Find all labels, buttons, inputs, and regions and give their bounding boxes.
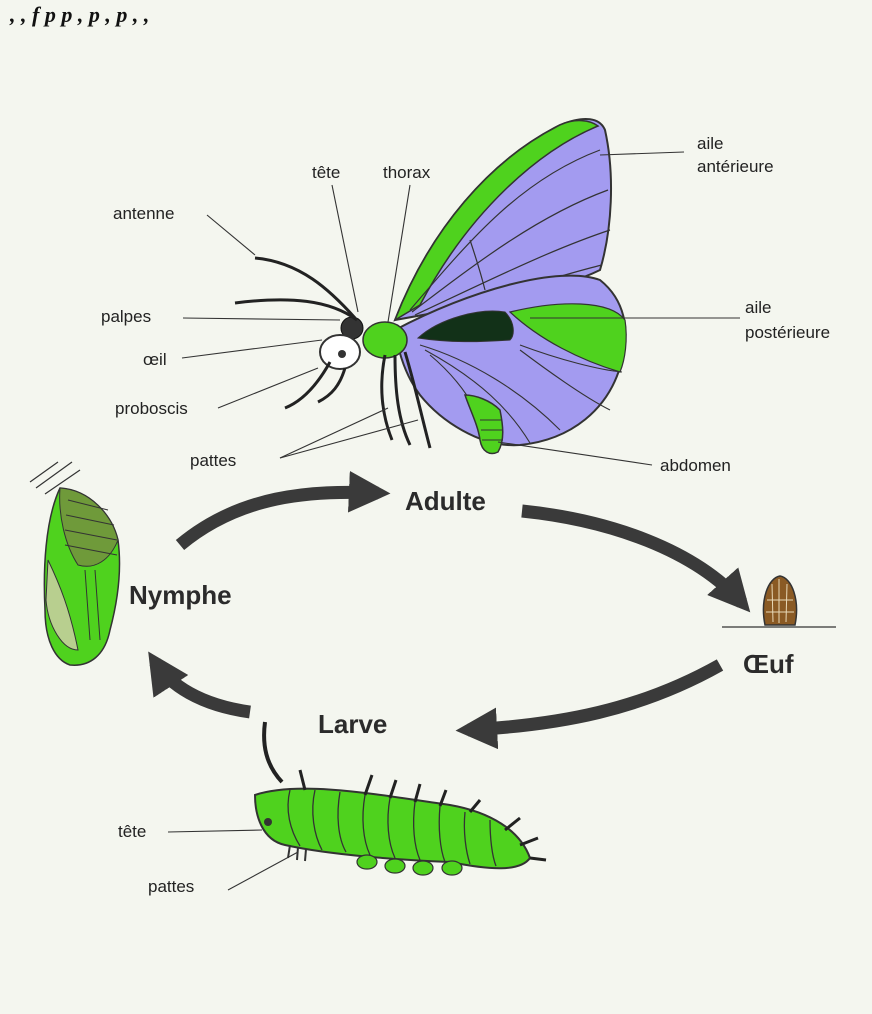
adult-butterfly	[235, 119, 626, 454]
label-tete: tête	[312, 163, 340, 182]
pupa	[30, 462, 120, 665]
cycle-arrows	[155, 492, 742, 730]
label-palpes: palpes	[101, 307, 151, 326]
label-oeil: œil	[143, 350, 167, 369]
label-larva-pattes: pattes	[148, 877, 194, 896]
stage-adulte: Adulte	[405, 486, 486, 516]
stage-oeuf: Œuf	[743, 649, 794, 679]
stage-larve: Larve	[318, 709, 387, 739]
thorax	[363, 322, 407, 358]
label-larva-tete: tête	[118, 822, 146, 841]
arrow-larve-to-nymphe	[155, 662, 250, 712]
label-aile-anterieure-1: aile	[697, 134, 723, 153]
label-thorax: thorax	[383, 163, 431, 182]
label-proboscis: proboscis	[115, 399, 188, 418]
label-pattes: pattes	[190, 451, 236, 470]
arrow-oeuf-to-larve	[468, 665, 720, 730]
arrow-nymphe-to-adulte	[180, 492, 378, 545]
proboscis	[285, 362, 330, 408]
label-antenne: antenne	[113, 204, 174, 223]
larva	[255, 722, 546, 875]
arrow-adulte-to-oeuf	[522, 511, 742, 603]
stage-nymphe: Nymphe	[129, 580, 232, 610]
label-aile-posterieure-1: aile	[745, 298, 771, 317]
label-aile-anterieure-2: antérieure	[697, 157, 774, 176]
label-abdomen: abdomen	[660, 456, 731, 475]
label-aile-posterieure-2: postérieure	[745, 323, 830, 342]
header-fragment: , , f p p , p , p , ,	[9, 2, 149, 27]
